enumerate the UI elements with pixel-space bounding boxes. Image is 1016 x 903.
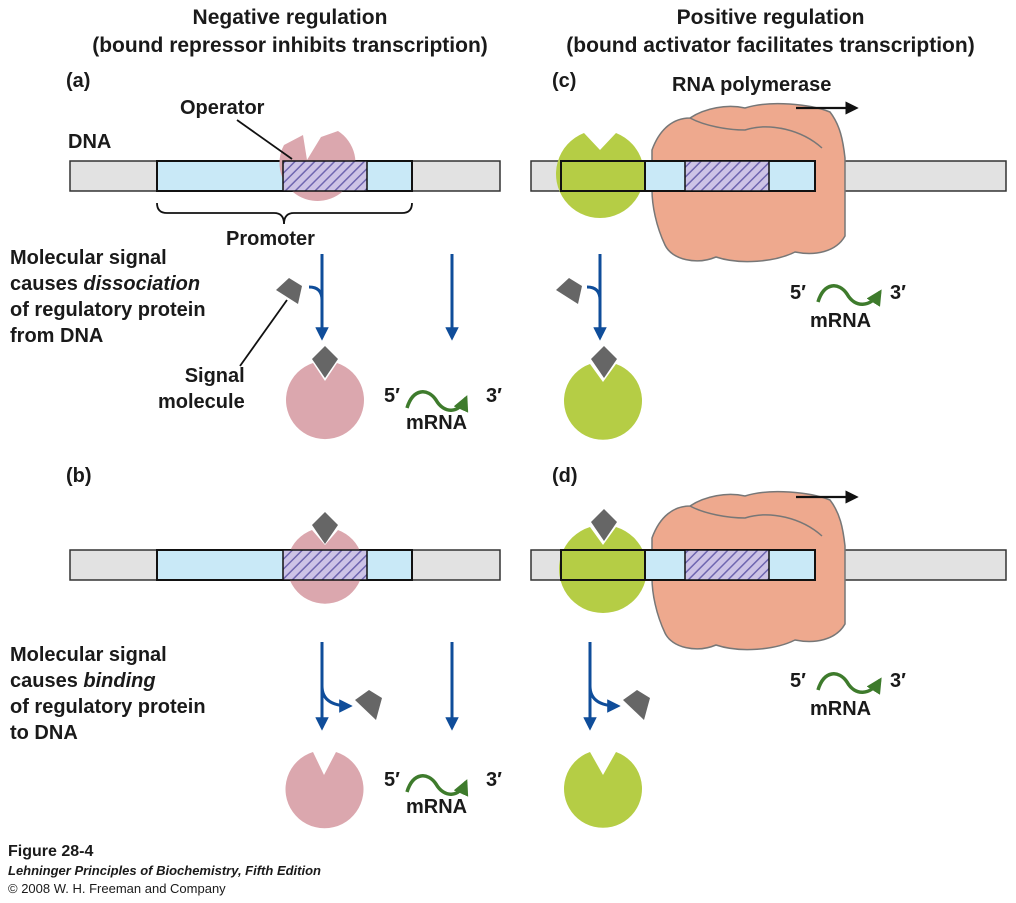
mrna-5-d: 5′ xyxy=(790,670,806,692)
signal-molecule-c2 xyxy=(591,346,617,378)
promoter-label: Promoter xyxy=(226,228,315,250)
panel-label-b: (b) xyxy=(66,465,92,487)
mrna-squiggle-c xyxy=(816,284,882,307)
mrna-squiggle-d xyxy=(816,672,882,695)
mrna-label-b: mRNA xyxy=(406,796,468,818)
positive-header: Positive regulation (bound activator fac… xyxy=(525,4,1016,60)
side-text-b: Molecular signal causes binding of regul… xyxy=(10,642,206,746)
negative-header: Negative regulation (bound repressor inh… xyxy=(30,4,550,60)
side-b-line3: of regulatory protein xyxy=(10,696,206,718)
side-a-line3: of regulatory protein xyxy=(10,299,206,321)
dna-strand-a xyxy=(69,131,501,201)
operator-label: Operator xyxy=(180,97,265,119)
signal-molecule-c1 xyxy=(556,278,582,304)
dna-strand-b xyxy=(69,512,501,604)
arrow-a-branch xyxy=(308,285,324,301)
mrna-squiggle-a xyxy=(405,390,469,413)
signal-molecule-d1 xyxy=(591,509,617,541)
activator-free-c xyxy=(564,364,642,440)
operator-region-c xyxy=(684,160,770,192)
negative-title: Negative regulation xyxy=(192,6,388,29)
operator-region-b xyxy=(282,549,368,581)
mrna-label-a: mRNA xyxy=(406,412,468,434)
mrna-5-b: 5′ xyxy=(384,769,400,791)
dna-strand-c xyxy=(530,102,1007,263)
mrna-label-c: mRNA xyxy=(810,310,872,332)
arrow-c-branch xyxy=(586,285,602,301)
signal-molecule-a2 xyxy=(312,346,338,378)
operator-region-d xyxy=(684,549,770,581)
repressor-free-a xyxy=(286,363,364,440)
signal-molecule-b2 xyxy=(355,690,382,720)
promoter-brace xyxy=(156,202,413,225)
mrna-3-a: 3′ xyxy=(486,385,502,407)
arrow-d-branch xyxy=(588,685,621,713)
mrna-5-a: 5′ xyxy=(384,385,400,407)
mrna-3-c: 3′ xyxy=(890,282,906,304)
signal-label-line1: Signal xyxy=(184,365,245,387)
arrow-b-branch xyxy=(320,685,353,713)
mrna-3-b: 3′ xyxy=(486,769,502,791)
side-a-line1: Molecular signal xyxy=(10,247,167,269)
panel-label-a: (a) xyxy=(66,70,91,92)
side-b-line2: causes binding xyxy=(10,668,206,694)
side-a-line2-em: dissociation xyxy=(83,273,201,295)
signal-molecule-label: Signal molecule xyxy=(158,363,245,415)
mrna-3-d: 3′ xyxy=(890,670,906,692)
panel-label-c: (c) xyxy=(552,70,577,92)
mrna-label-d: mRNA xyxy=(810,698,872,720)
side-b-line2-pre: causes xyxy=(10,670,84,692)
mrna-squiggle-b xyxy=(405,774,469,797)
operator-region-a xyxy=(282,160,368,192)
signal-molecule-a1 xyxy=(276,278,302,304)
side-b-line2-em: binding xyxy=(83,670,156,692)
figure-number: Figure 28-4 xyxy=(8,843,94,860)
side-b-line1: Molecular signal xyxy=(10,644,167,666)
panel-label-d: (d) xyxy=(552,465,578,487)
negative-subtitle: (bound repressor inhibits transcription) xyxy=(92,34,488,57)
side-a-line2: causes dissociation xyxy=(10,271,206,297)
signal-label-line2: molecule xyxy=(158,391,245,413)
operator-pointer xyxy=(236,119,293,160)
activator-free-d xyxy=(564,752,642,828)
book-title: Lehninger Principles of Biochemistry, Fi… xyxy=(8,863,321,878)
dna-strand-d xyxy=(530,490,1007,651)
side-b-line4: to DNA xyxy=(10,722,78,744)
copyright: © 2008 W. H. Freeman and Company xyxy=(8,881,226,896)
side-a-line2-pre: causes xyxy=(10,273,84,295)
mrna-5-c: 5′ xyxy=(790,282,806,304)
side-text-a: Molecular signal causes dissociation of … xyxy=(10,245,206,349)
rna-polymerase-label: RNA polymerase xyxy=(672,74,832,96)
signal-molecule-b1 xyxy=(312,512,338,544)
positive-subtitle: (bound activator facilitates transcripti… xyxy=(566,34,975,57)
repressor-free-b xyxy=(285,752,364,829)
positive-title: Positive regulation xyxy=(676,6,865,29)
dna-label: DNA xyxy=(68,131,112,153)
signal-pointer xyxy=(239,299,288,367)
signal-molecule-d2 xyxy=(623,690,650,720)
side-a-line4: from DNA xyxy=(10,325,104,347)
